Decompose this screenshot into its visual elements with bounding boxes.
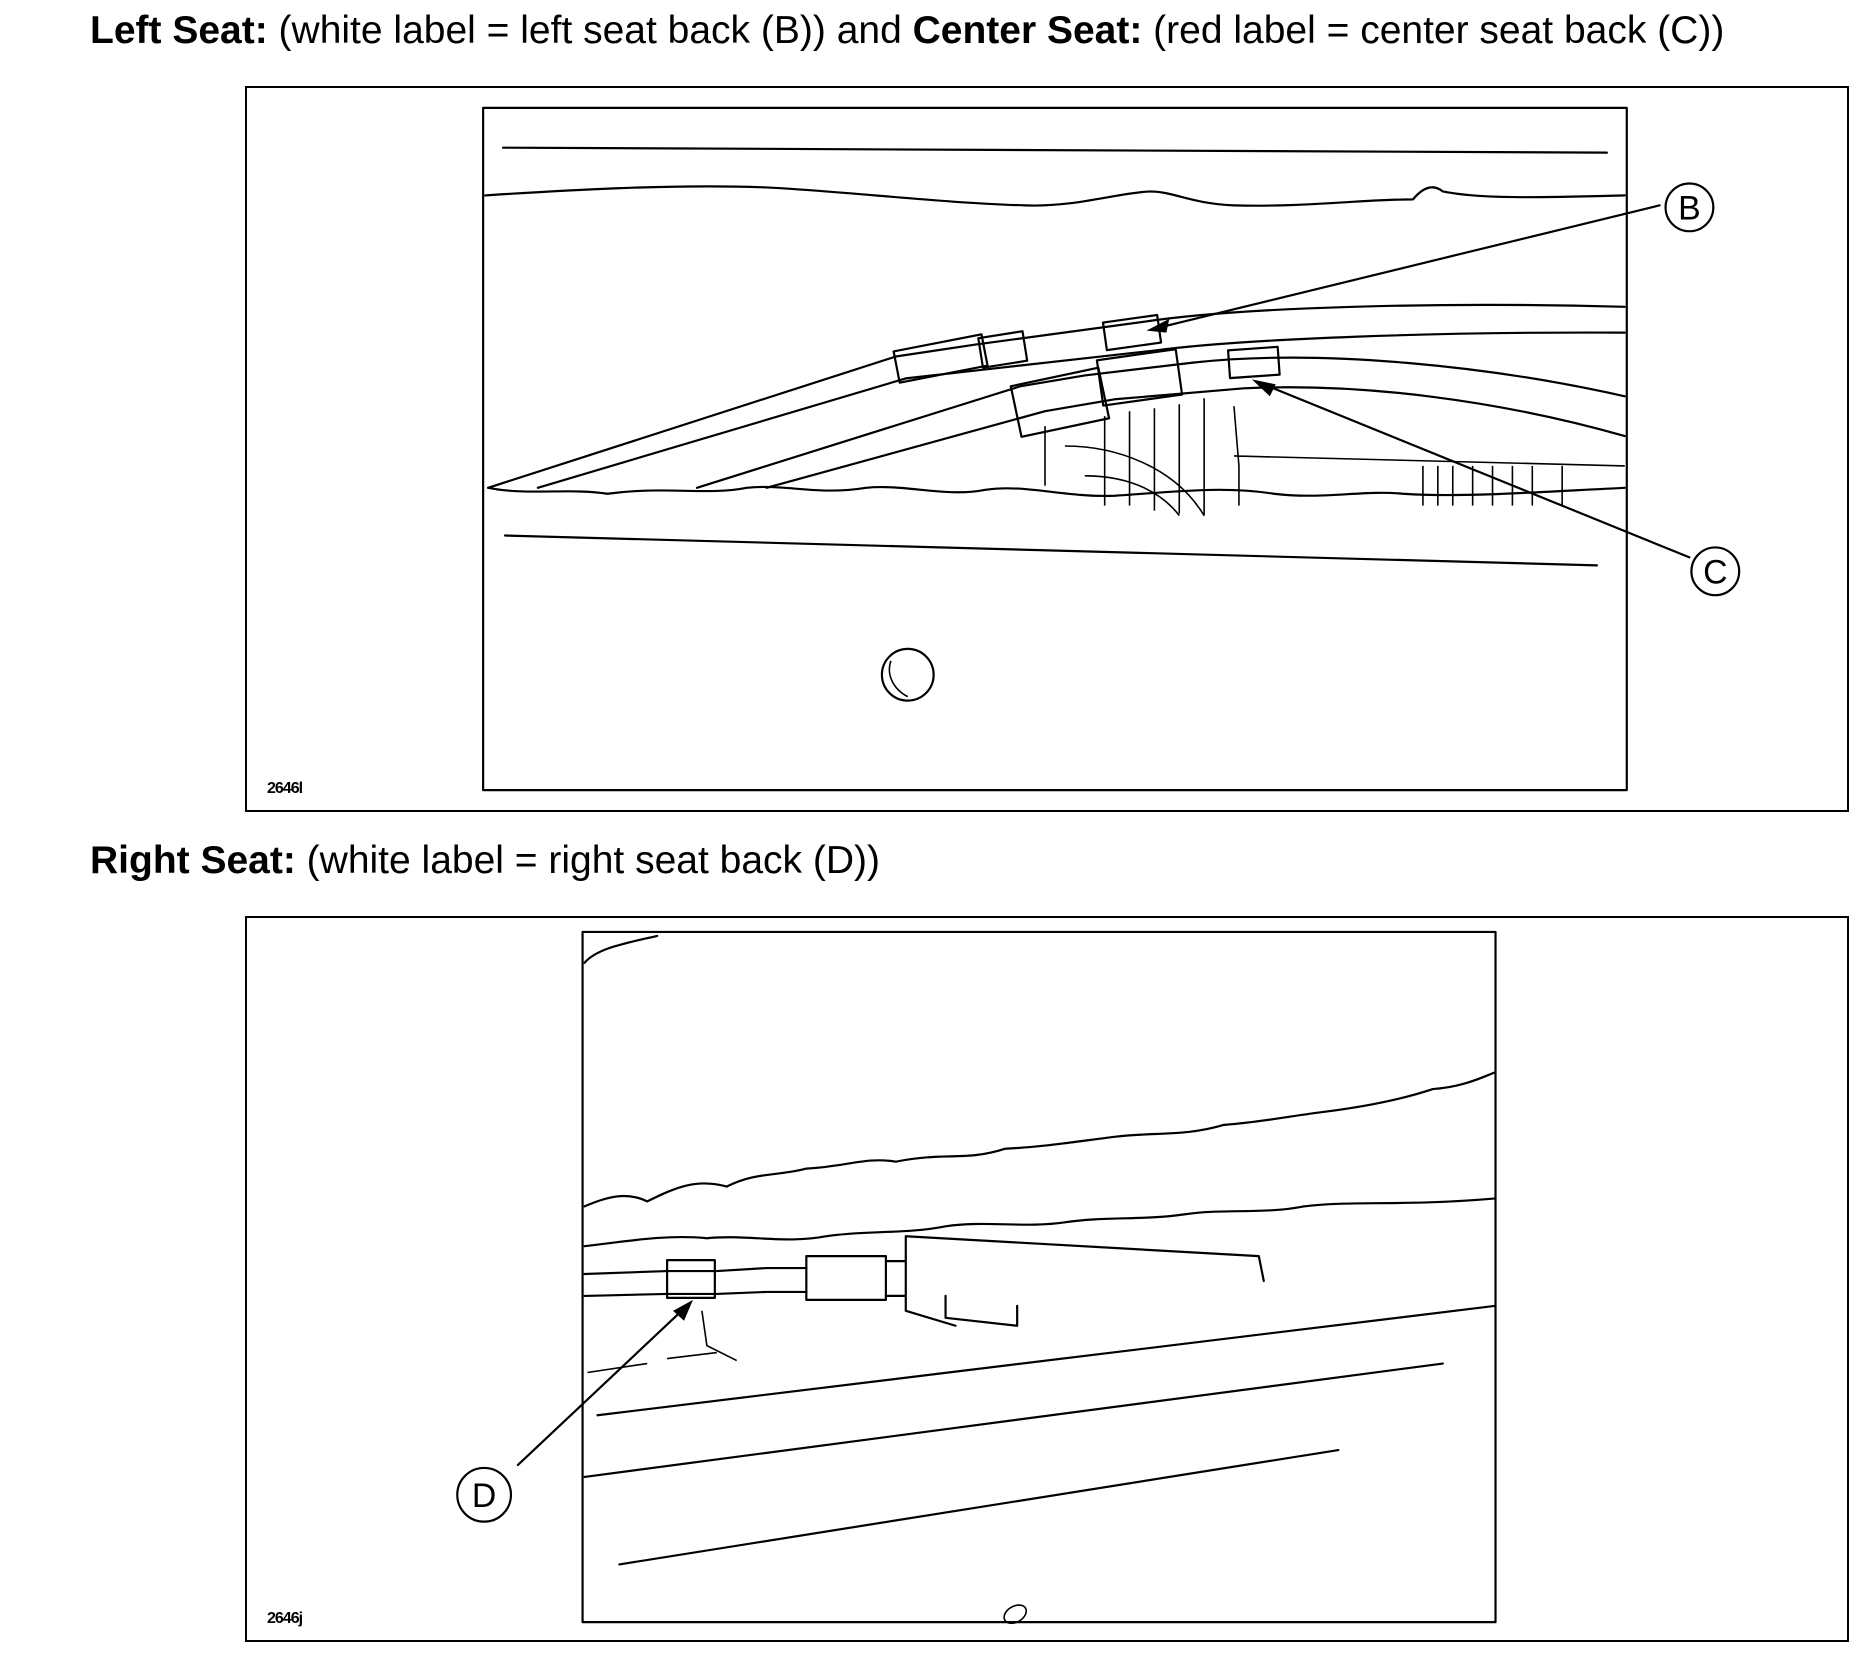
left-seat-heading: Left Seat: [90,9,268,52]
right-seat-cable-lower [583,1290,808,1298]
callout-c-label: C [1703,553,1727,591]
figure-id-top: 2646l [267,780,303,797]
seat-harness-drawing-top: B C [482,106,1741,792]
mounting-hole-shadow [888,660,909,698]
right-seat-illustration: D 2646j [245,916,1849,1642]
housing-clip [944,1294,1019,1327]
mounting-hole [880,647,935,702]
left-seat-cable-upper [487,303,1626,489]
seat-fabric-middle-edge [583,1197,1497,1248]
center-seat-heading: Center Seat: [912,9,1143,52]
left-connector-ring [977,330,1029,369]
inner-frame [581,930,1497,1624]
callout-b-label: B [1678,189,1701,227]
left-center-seat-illustration: B C 2646l [245,86,1849,812]
center-connector-body [1009,366,1111,438]
right-seat-caption: Right Seat: (white label = right seat ba… [90,838,880,884]
corner-fabric-edge [583,934,659,964]
right-seat-cable-upper [583,1266,808,1276]
hidden-outline [587,1310,738,1374]
center-connector-sleeve [1095,348,1184,407]
callout-d-circle [456,1466,513,1523]
seat-frame-bracket [1044,426,1205,517]
right-seat-description: (white label = right seat back (D)) [295,839,880,882]
callout-b-leader [1153,204,1661,330]
callout-d-leader [516,1304,689,1467]
seat-cushion-edge [596,1304,1497,1417]
seat-cushion-lower-seam [618,1448,1340,1566]
seat-frame-rail [1233,406,1625,506]
callout-d-label: D [472,1477,496,1515]
seat-fabric-upper-edge [583,1071,1497,1208]
top-edge-line [501,146,1608,154]
seat-harness-drawing-bottom: D [456,930,1497,1625]
callout-c-leader [1257,381,1691,559]
figure-id-bottom: 2646j [267,1610,303,1627]
lower-edge-line [503,534,1599,567]
center-seat-description: (red label = center seat back (C)) [1142,9,1725,52]
callout-c-arrowhead [1251,379,1276,397]
right-connector-sleeve [805,1255,887,1301]
right-connector-housing [884,1235,1265,1327]
seat-cushion-seam [583,1362,1444,1478]
callout-b-circle [1664,182,1715,233]
left-seat-description: (white label = left seat back (B)) and [267,9,913,52]
left-center-seat-caption: Left Seat: (white label = left seat back… [90,8,1724,54]
seat-fabric-upper-edge [484,185,1626,207]
seat-frame-ribs [1103,398,1205,516]
left-connector-sleeve [892,333,989,384]
seat-frame-slats [1422,465,1563,506]
inner-frame [482,106,1628,792]
right-seat-heading: Right Seat: [90,839,296,882]
center-seat-cable-upper [695,356,1626,489]
center-seat-cable-lower [765,386,1626,489]
callout-d-arrowhead [673,1299,693,1321]
seat-fabric-lower-edge [487,485,1626,498]
drawing-mark [1003,1604,1028,1625]
callout-b-arrowhead [1146,318,1170,333]
left-seat-cable-lower [536,331,1626,489]
center-seat-label-c [1226,345,1281,380]
right-seat-label-d [666,1259,716,1299]
callout-c-circle [1690,546,1741,597]
